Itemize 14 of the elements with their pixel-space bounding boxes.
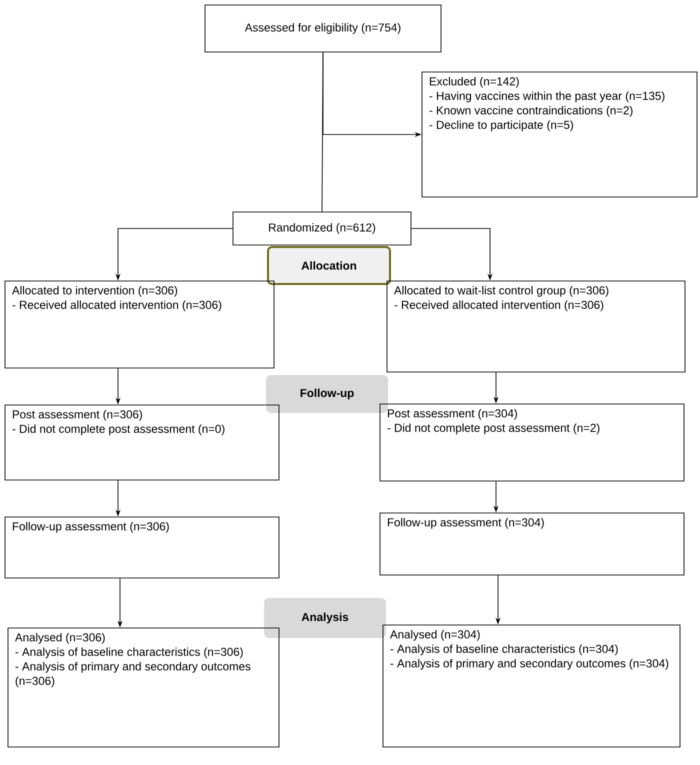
process-box: Post assessment (n=304) - Did not complete post assessment (n=2) xyxy=(380,404,684,482)
process-box: Follow-up assessment (n=306) xyxy=(4,516,280,578)
process-box: Allocated to wait-list control group (n=306) - Received allocated intervention (n=306) xyxy=(386,280,686,372)
stage-label: Allocation xyxy=(267,246,391,285)
process-box: Follow-up assessment (n=304) xyxy=(380,512,684,576)
process-box: Assessed for eligibility (n=754) xyxy=(204,4,442,52)
process-box: Analysed (n=304) - Analysis of baseline characteristics (n=304) - Analysis of primary and secondary outcomes (n=304) xyxy=(382,624,680,748)
process-box: Randomized (n=612) xyxy=(232,212,412,246)
process-box: Analysed (n=306) - Analysis of baseline characteristics (n=306) - Analysis of primary and secondary outcomes (n=306) xyxy=(8,628,280,748)
process-box: Post assessment (n=306) - Did not complete post assessment (n=0) xyxy=(4,404,280,480)
stage-label: Follow-up xyxy=(266,375,388,413)
process-box: Allocated to intervention (n=306) - Received allocated intervention (n=306) xyxy=(4,280,274,368)
stage-label: Analysis xyxy=(264,598,386,638)
process-box: Excluded (n=142) - Having vaccines within the past year (n=135) - Known vaccine contraindications (n=2) - Decline to participate (n=5) xyxy=(422,72,698,198)
